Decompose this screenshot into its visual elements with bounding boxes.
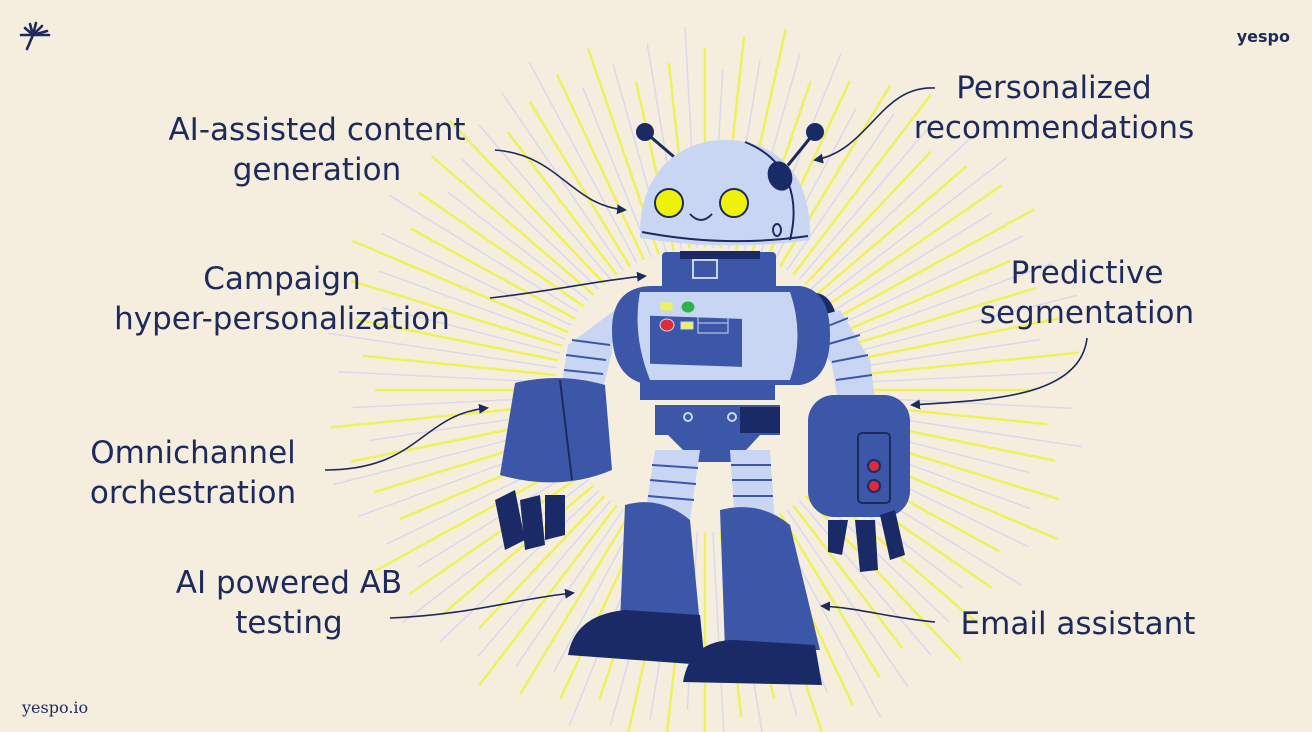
ray (815, 165, 968, 296)
ray (844, 262, 1052, 340)
ray (528, 62, 638, 264)
label-line: segmentation (979, 295, 1195, 331)
label-line: AI powered AB (175, 565, 403, 601)
ray (354, 318, 559, 362)
ray (528, 101, 632, 268)
ray (409, 227, 576, 320)
label-personalized-recommendations: Personalized recommendations (914, 68, 1194, 148)
arrow-recommend (813, 87, 936, 164)
label-line: hyper-personalization (114, 301, 450, 337)
ray (853, 338, 1040, 369)
ray (477, 495, 606, 630)
ray (448, 119, 606, 285)
label-line: Omnichannel (90, 435, 296, 471)
ray (351, 239, 569, 334)
ray (328, 332, 557, 369)
arrow-email (820, 601, 936, 623)
label-line: Campaign (203, 261, 361, 297)
ray (381, 306, 561, 354)
ray (477, 500, 612, 658)
robot-head (639, 140, 811, 246)
ray (786, 113, 895, 271)
ray (849, 294, 1078, 354)
ray (834, 208, 1035, 320)
arrow-campaign (489, 271, 647, 299)
ray (518, 512, 632, 696)
label-line: Predictive (1010, 255, 1164, 291)
ray (416, 466, 580, 569)
ray (362, 354, 556, 377)
ray (350, 279, 563, 348)
ray (555, 73, 646, 261)
ray (408, 472, 585, 596)
ray (447, 191, 589, 301)
ray (854, 351, 1080, 377)
ray (847, 286, 1037, 348)
ray (515, 509, 624, 667)
label-line: testing (235, 605, 343, 641)
ray (501, 92, 624, 271)
label-email-assistant: Email assistant (961, 604, 1196, 644)
robot-left-arm (495, 310, 615, 550)
ray (442, 484, 595, 615)
ray (830, 211, 994, 314)
label-omnichannel-orchestration: Omnichannel orchestration (90, 433, 296, 513)
arrow-segment (910, 337, 1088, 410)
label-ai-content-generation: AI-assisted content generation (168, 110, 465, 190)
ray (381, 232, 572, 326)
label-line: AI-assisted content (168, 112, 466, 148)
label-line: recommendations (913, 110, 1195, 146)
ray (417, 191, 585, 308)
ray (388, 194, 580, 314)
site-url: yespo.io (22, 698, 89, 717)
brand-logo-text: yespo (1236, 27, 1290, 46)
arrow-omni (324, 403, 489, 471)
ray (478, 504, 618, 686)
ray (841, 259, 1011, 334)
ray (786, 509, 909, 688)
ray (798, 122, 933, 280)
ray (553, 516, 638, 673)
ray (838, 235, 1024, 326)
label-line: generation (232, 152, 402, 188)
ray (798, 500, 932, 656)
ray (439, 490, 600, 643)
ray (854, 371, 1058, 384)
ray (378, 270, 566, 340)
label-line: Personalized (956, 70, 1152, 106)
ray (792, 94, 932, 276)
label-campaign-hyper-personalization: Campaign hyper-personalization (114, 259, 450, 339)
yespo-logo-icon (19, 21, 51, 51)
robot-torso (612, 286, 830, 400)
ray (582, 87, 652, 258)
ray (851, 317, 1060, 362)
label-line: Email assistant (960, 606, 1196, 642)
ray (778, 512, 882, 679)
arrow-ab (389, 588, 575, 619)
ray (821, 156, 1008, 301)
ray (506, 131, 618, 276)
ray (792, 504, 904, 649)
ray (810, 137, 971, 290)
ray (825, 184, 1002, 308)
ray (430, 155, 595, 296)
ray (460, 157, 600, 290)
ray (338, 371, 556, 384)
robot-legs (568, 450, 822, 685)
ray (804, 150, 933, 285)
label-line: orchestration (89, 475, 297, 511)
label-ai-ab-testing: AI powered AB testing (176, 563, 402, 643)
arrow-content (494, 149, 627, 215)
label-predictive-segmentation: Predictive segmentation (980, 253, 1194, 333)
arrows (324, 87, 1088, 623)
